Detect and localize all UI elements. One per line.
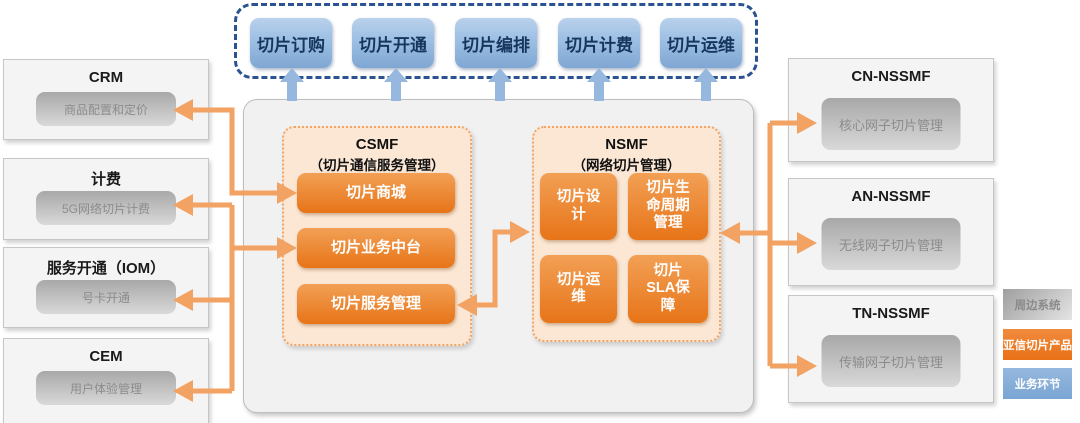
system-an-nssmf: AN-NSSMF 无线网子切片管理	[788, 178, 994, 286]
system-billing: 计费 5G网络切片计费	[3, 158, 209, 240]
csmf-subtitle: （切片通信服务管理）	[309, 158, 445, 173]
flow-step-slice-om: 切片运维	[660, 18, 742, 68]
system-cn-nssmf-title: CN-NSSMF	[851, 68, 931, 85]
system-cem: CEM 用户体验管理	[3, 338, 209, 423]
nsmf-item-slice-lifecycle-mgmt: 切片生 命周期 管理	[628, 173, 708, 240]
flow-step-slice-billing: 切片计费	[558, 18, 640, 68]
system-cem-title: CEM	[89, 348, 123, 365]
csmf-title: CSMF	[355, 136, 399, 153]
system-crm-title: CRM	[88, 69, 124, 86]
nsmf-item-slice-sla: 切片 SLA保 障	[628, 255, 708, 323]
flow-step-slice-orchestration: 切片编排	[455, 18, 537, 68]
system-iom-capability: 号卡开通	[36, 280, 176, 314]
system-cem-capability: 用户体验管理	[36, 371, 176, 405]
flow-step-slice-activation: 切片开通	[352, 18, 434, 68]
legend-asiainfo-slice-product: 亚信切片产品	[1003, 329, 1072, 360]
nsmf-subtitle: （网络切片管理）	[572, 158, 681, 173]
csmf-item-slice-business-middle: 切片业务中台	[297, 228, 455, 268]
system-crm: CRM 商品配置和定价	[3, 59, 209, 140]
legend-business-step: 业务环节	[1003, 368, 1072, 399]
system-crm-capability: 商品配置和定价	[36, 92, 176, 126]
nsmf-item-slice-om: 切片运 维	[540, 255, 617, 323]
system-an-nssmf-title: AN-NSSMF	[851, 188, 931, 205]
csmf-item-slice-mall: 切片商城	[297, 173, 455, 213]
system-an-nssmf-capability: 无线网子切片管理	[821, 218, 961, 270]
system-tn-nssmf-capability: 传输网子切片管理	[821, 335, 961, 387]
system-cn-nssmf: CN-NSSMF 核心网子切片管理	[788, 58, 994, 162]
legend-peripheral-system: 周边系统	[1003, 289, 1072, 320]
nsmf-item-slice-design: 切片设 计	[540, 173, 617, 240]
system-cn-nssmf-capability: 核心网子切片管理	[821, 98, 961, 150]
system-tn-nssmf-title: TN-NSSMF	[852, 305, 930, 322]
flow-step-slice-order: 切片订购	[250, 18, 332, 68]
system-iom: 服务开通（IOM） 号卡开通	[3, 247, 209, 328]
nsmf-title: NSMF	[605, 136, 648, 153]
csmf-item-slice-service-mgmt: 切片服务管理	[297, 284, 455, 324]
system-billing-title: 计费	[90, 171, 121, 188]
system-billing-capability: 5G网络切片计费	[36, 191, 176, 225]
system-tn-nssmf: TN-NSSMF 传输网子切片管理	[788, 295, 994, 403]
system-iom-title: 服务开通（IOM）	[46, 260, 166, 277]
